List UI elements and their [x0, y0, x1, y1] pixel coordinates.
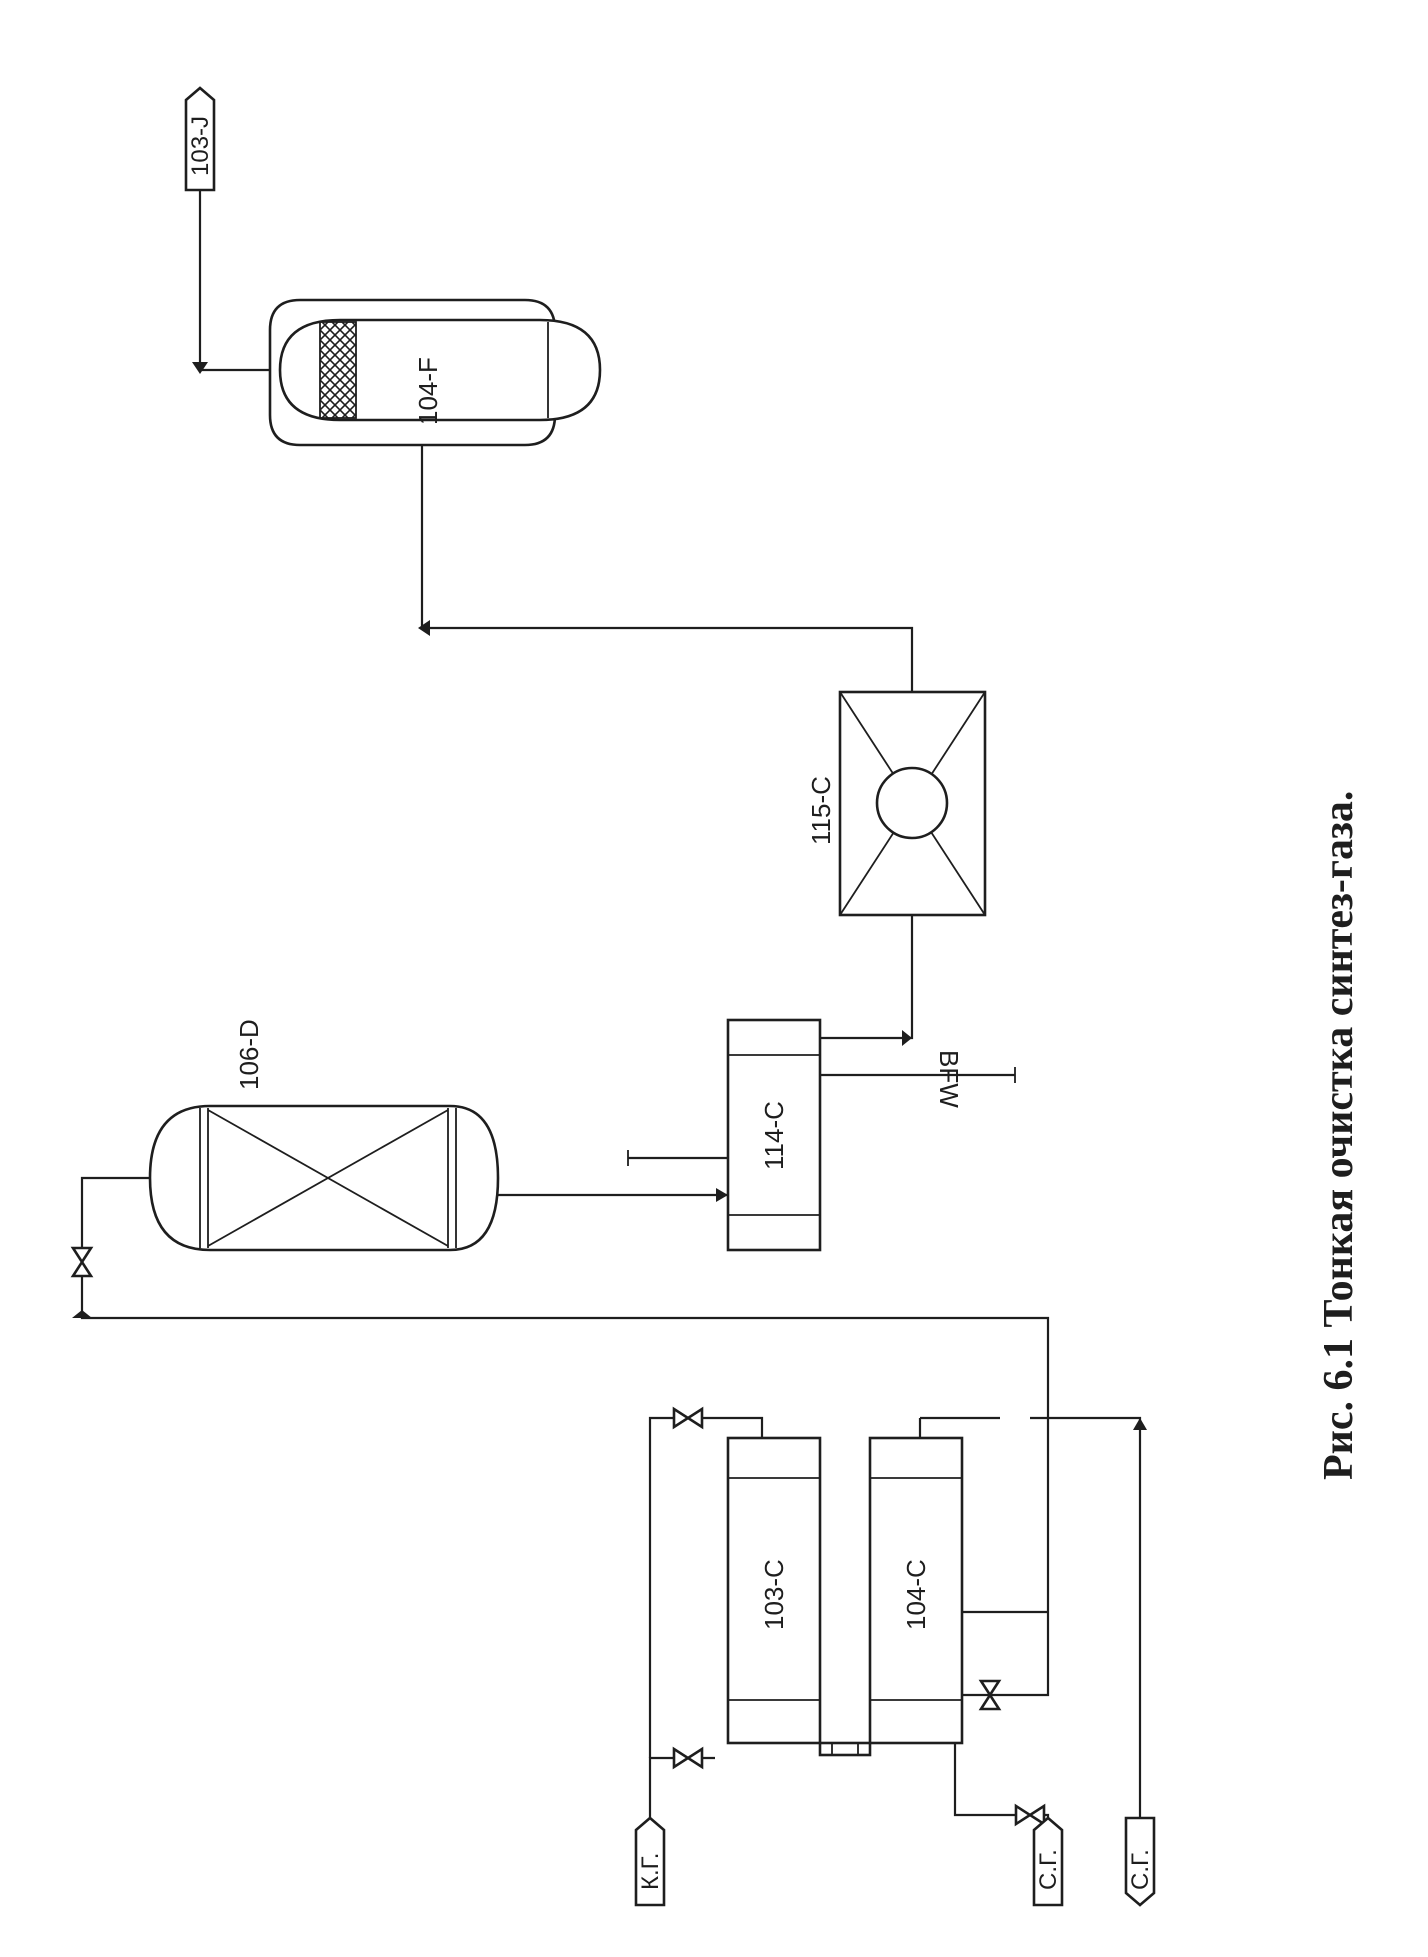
bfw-label: BFW [934, 1050, 964, 1108]
pipe-kg-feed [648, 1416, 764, 1758]
flow-arrow [72, 1310, 92, 1318]
svg-text:С.Г.: С.Г. [1035, 1849, 1062, 1890]
flow-arrow [418, 620, 430, 636]
flow-arrow [716, 1188, 728, 1202]
reactor-106d[interactable]: 106-D [148, 1019, 500, 1252]
stream-tag-kg: К.Г. [634, 1816, 666, 1907]
pipe-104f-to-103j [198, 190, 270, 372]
flow-arrow [1133, 1418, 1147, 1430]
pipe-114c-to-115c [820, 915, 914, 1040]
exchanger-104c[interactable]: 104-C [868, 1436, 964, 1745]
valve-icon[interactable] [672, 1746, 704, 1770]
exchanger-103c[interactable]: 103-C [726, 1436, 822, 1745]
figure-caption: Рис. 6.1 Тонкая очистка синтез-газа. [1316, 791, 1362, 1480]
pipe-kg-branch [648, 1756, 715, 1818]
svg-text:103-J: 103-J [187, 116, 214, 176]
exchanger-114c[interactable]: 114-C [726, 1018, 822, 1252]
valve-icon[interactable] [1014, 1803, 1046, 1827]
cooler-115c[interactable]: 115-C [806, 690, 987, 917]
svg-text:С.Г.: С.Г. [1127, 1849, 1154, 1890]
exchanger-104c-label: 104-C [901, 1559, 931, 1630]
valve-icon[interactable] [672, 1406, 704, 1430]
stream-tag-sg-in: С.Г. [1032, 1816, 1064, 1907]
reactor-106d-label: 106-D [234, 1019, 264, 1090]
flow-arrow [902, 1030, 912, 1046]
exchanger-114c-label: 114-C [759, 1101, 789, 1170]
stream-tag-103j: 103-J [184, 86, 216, 192]
exchanger-103c-label: 103-C [759, 1559, 789, 1630]
separator-104f[interactable]: 104-F [268, 298, 602, 447]
valve-icon[interactable] [978, 1679, 1002, 1711]
pipe-115c-to-104f [420, 445, 914, 692]
stream-tag-sg-out: С.Г. [1124, 1816, 1156, 1907]
exchanger-link [818, 1741, 872, 1757]
valve-icon[interactable] [70, 1246, 94, 1278]
cooler-115c-label: 115-C [806, 776, 836, 845]
svg-text:К.Г.: К.Г. [637, 1853, 664, 1890]
separator-104f-label: 104-F [413, 357, 443, 425]
flow-arrow [192, 362, 208, 374]
